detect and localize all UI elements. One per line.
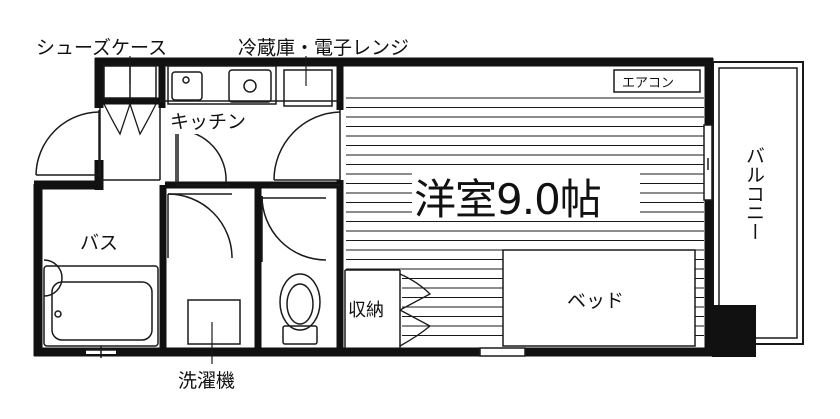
partition-lines <box>99 100 401 348</box>
closet-door-icon <box>103 103 157 136</box>
shoe-case-label: シューズケース <box>36 37 168 59</box>
bath-door-icon <box>167 193 233 259</box>
fridge-range-label: 冷蔵庫・電子レンジ <box>238 37 410 59</box>
balcony-window-icon <box>703 124 713 201</box>
toilet-icon <box>279 273 321 345</box>
storage-door-icon <box>399 273 432 347</box>
bathtub-icon <box>43 259 159 358</box>
washer-label: 洗濯機 <box>178 370 236 392</box>
bath-label: バス <box>80 232 119 254</box>
storage-label: 収納 <box>348 296 384 322</box>
room-title-backdrop <box>412 168 640 220</box>
bed-label: ベッド <box>567 290 625 312</box>
bottom-window-icon <box>479 347 526 357</box>
balcony-label: バルコニー <box>743 146 765 241</box>
toilet-door-icon <box>261 195 327 262</box>
fridge-icon <box>283 69 333 107</box>
room-title: 洋室9.0帖 <box>414 175 602 224</box>
kitchen-label: キッチン <box>168 107 249 134</box>
kitchen-counter-icon <box>167 65 277 105</box>
entrance-door-icon <box>35 110 100 176</box>
balcony-drain-block <box>712 305 756 357</box>
kitchen-door-icon <box>177 129 227 184</box>
bed-icon <box>502 249 696 347</box>
interior-walls <box>100 58 344 356</box>
room-door-icon <box>273 110 341 181</box>
aircon-label: エアコン <box>622 76 675 91</box>
washer-icon <box>187 299 241 345</box>
aircon-icon <box>613 69 701 93</box>
